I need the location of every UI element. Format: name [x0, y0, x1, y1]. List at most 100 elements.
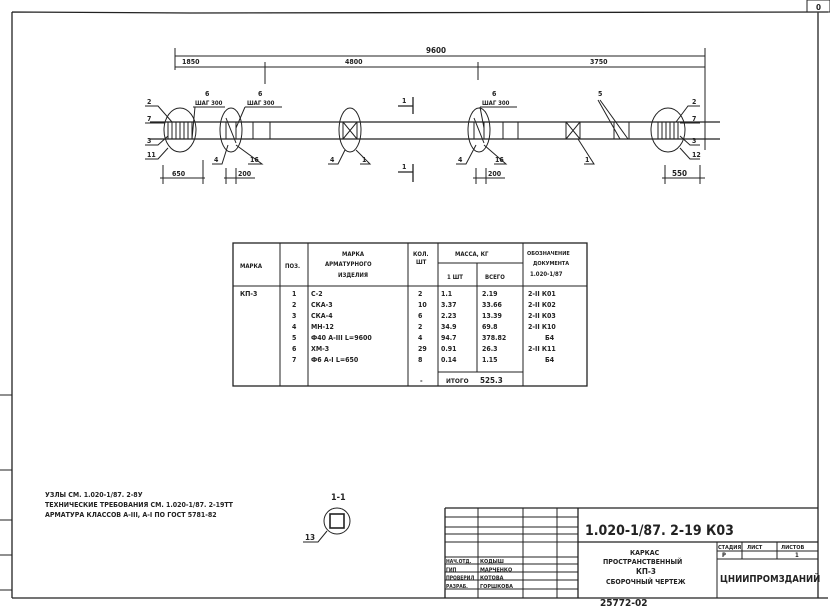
cell-item: Ф6 А-I L=650 [311, 356, 359, 364]
cell-mass-total: 26.3 [482, 345, 498, 353]
label-pos-12-right: 12 [692, 151, 701, 159]
cell-mass-total: 1.15 [482, 356, 498, 364]
label-pos-1b: 1 [362, 156, 366, 164]
title-block: 1.020-1/87. 2-19 К03 КАРКАС ПРОСТРАНСТВЕ… [444, 507, 820, 606]
cell-pos: 5 [292, 334, 296, 342]
cell-item: СКА-4 [311, 312, 333, 320]
title-name-4: СБОРОЧНЫЙ ЧЕРТЕЖ [606, 577, 686, 586]
cell-mass-one: 1.1 [441, 290, 452, 298]
cell-item: ХМ-3 [311, 345, 329, 353]
header-mass: МАССА, КГ [455, 251, 489, 258]
dim-total: 9600 [426, 46, 446, 55]
label-pos-16a: 16 [250, 156, 259, 164]
label-pos-6c: 6 [492, 90, 497, 98]
label-pos-2-right: 2 [692, 98, 696, 106]
organization: ЦНИИПРОМЗДАНИЙ [720, 573, 820, 585]
label-pos-6b: 6 [258, 90, 263, 98]
cell-mass-total: 13.39 [482, 312, 502, 320]
cell-doc: 2-II К01 [528, 290, 556, 298]
sheet-label: ЛИСТ [747, 545, 763, 551]
label-pos-16c: 16 [495, 156, 504, 164]
cell-doc: 2-II К02 [528, 301, 556, 309]
cell-doc: Б4 [545, 356, 555, 364]
cell-doc: 2-II К10 [528, 323, 556, 331]
section-mark-top: 1 [402, 97, 406, 105]
archive-number: 25772-02 [600, 598, 648, 606]
cell-qty: 8 [418, 356, 422, 364]
label-pos-2-left: 2 [147, 98, 151, 106]
total-qty: - [420, 377, 423, 385]
dim-mid2: 200 [488, 170, 502, 178]
header-doc-1: ОБОЗНАЧЕНИЕ [527, 251, 570, 257]
section-title: 1-1 [331, 493, 346, 503]
signer-role: РАЗРАБ. [446, 584, 468, 590]
dim-seg1: 1850 [182, 58, 200, 66]
cell-mass-total: 69.8 [482, 323, 498, 331]
table-row: 7 Ф6 А-I L=650 8 0.14 1.15 Б4 [292, 356, 555, 364]
label-step-a: ШАГ 300 [195, 100, 223, 107]
label-step-c: ШАГ 300 [482, 100, 510, 107]
label-pos-4a: 4 [214, 156, 219, 164]
section-mark-bottom: 1 [402, 163, 406, 171]
header-doc-3: 1.020-1/87 [530, 271, 563, 278]
dim-left-end: 650 [172, 170, 186, 178]
title-name-2: ПРОСТРАНСТВЕННЫЙ [603, 557, 682, 566]
signer-name: ГОРШКОВА [480, 584, 513, 590]
header-pos: ПОЗ. [285, 263, 300, 270]
dim-seg2: 4800 [345, 58, 363, 66]
cell-mass-one: 94.7 [441, 334, 457, 342]
cell-pos: 2 [292, 301, 296, 309]
stage-label: СТАДИЯ [718, 545, 741, 551]
cell-pos: 7 [292, 356, 296, 364]
section-callout: 13 [305, 533, 315, 542]
specification-table: МАРКА ПОЗ. МАРКА АРМАТУРНОГО ИЗДЕЛИЯ КОЛ… [232, 242, 588, 387]
cell-mass-total: 2.19 [482, 290, 498, 298]
dim-right-end: 550 [672, 169, 687, 178]
cell-mass-total: 378.82 [482, 334, 506, 342]
cell-item: С-2 [311, 290, 323, 298]
signer-role: НАЧ.ОТД. [446, 559, 471, 565]
label-pos-7-left: 7 [147, 115, 151, 123]
label-pos-6a: 6 [205, 90, 210, 98]
header-item-3: ИЗДЕЛИЯ [338, 272, 368, 279]
cell-mass-total: 33.66 [482, 301, 503, 309]
label-step-b: ШАГ 300 [247, 100, 275, 107]
header-mark: МАРКА [240, 263, 263, 270]
label-pos-7-right: 7 [692, 115, 696, 123]
sheet-number: 0 [816, 3, 821, 12]
cell-item: Ф40 А-III L=9600 [311, 334, 372, 342]
label-pos-4c: 4 [458, 156, 463, 164]
header-item-2: АРМАТУРНОГО [325, 261, 372, 268]
cell-pos: 4 [292, 323, 297, 331]
header-qty-2: ШТ [416, 259, 427, 266]
header-qty-1: КОЛ. [413, 251, 429, 258]
cell-qty: 6 [418, 312, 423, 320]
note-1: УЗЛЫ СМ. 1.020-1/87. 2-8У [45, 491, 143, 499]
cell-mass-one: 34.9 [441, 323, 457, 331]
header-mass-total: ВСЕГО [485, 274, 505, 281]
signer-name: КОТОВА [480, 576, 504, 582]
total-value: 525.3 [480, 376, 503, 385]
title-name-3: КП-3 [636, 567, 656, 576]
cell-doc: 2-II К11 [528, 345, 556, 353]
sheets-value: 1 [795, 552, 799, 559]
signer-name: КОДЫШ [480, 559, 504, 565]
header-doc-2: ДОКУМЕНТА [533, 261, 569, 267]
cell-mass-one: 0.14 [441, 356, 457, 364]
cell-doc: 2-II К03 [528, 312, 556, 320]
note-3: АРМАТУРА КЛАССОВ А-III, А-I ПО ГОСТ 5781… [45, 511, 217, 519]
drawing-code: 1.020-1/87. 2-19 К03 [585, 523, 734, 539]
cell-qty: 2 [418, 323, 422, 331]
label-pos-4b: 4 [330, 156, 335, 164]
label-pos-3-right: 3 [692, 137, 696, 145]
label-pos-3-left: 3 [147, 137, 151, 145]
cell-mass-one: 0.91 [441, 345, 457, 353]
cell-qty: 10 [418, 301, 427, 309]
cell-pos: 6 [292, 345, 297, 353]
